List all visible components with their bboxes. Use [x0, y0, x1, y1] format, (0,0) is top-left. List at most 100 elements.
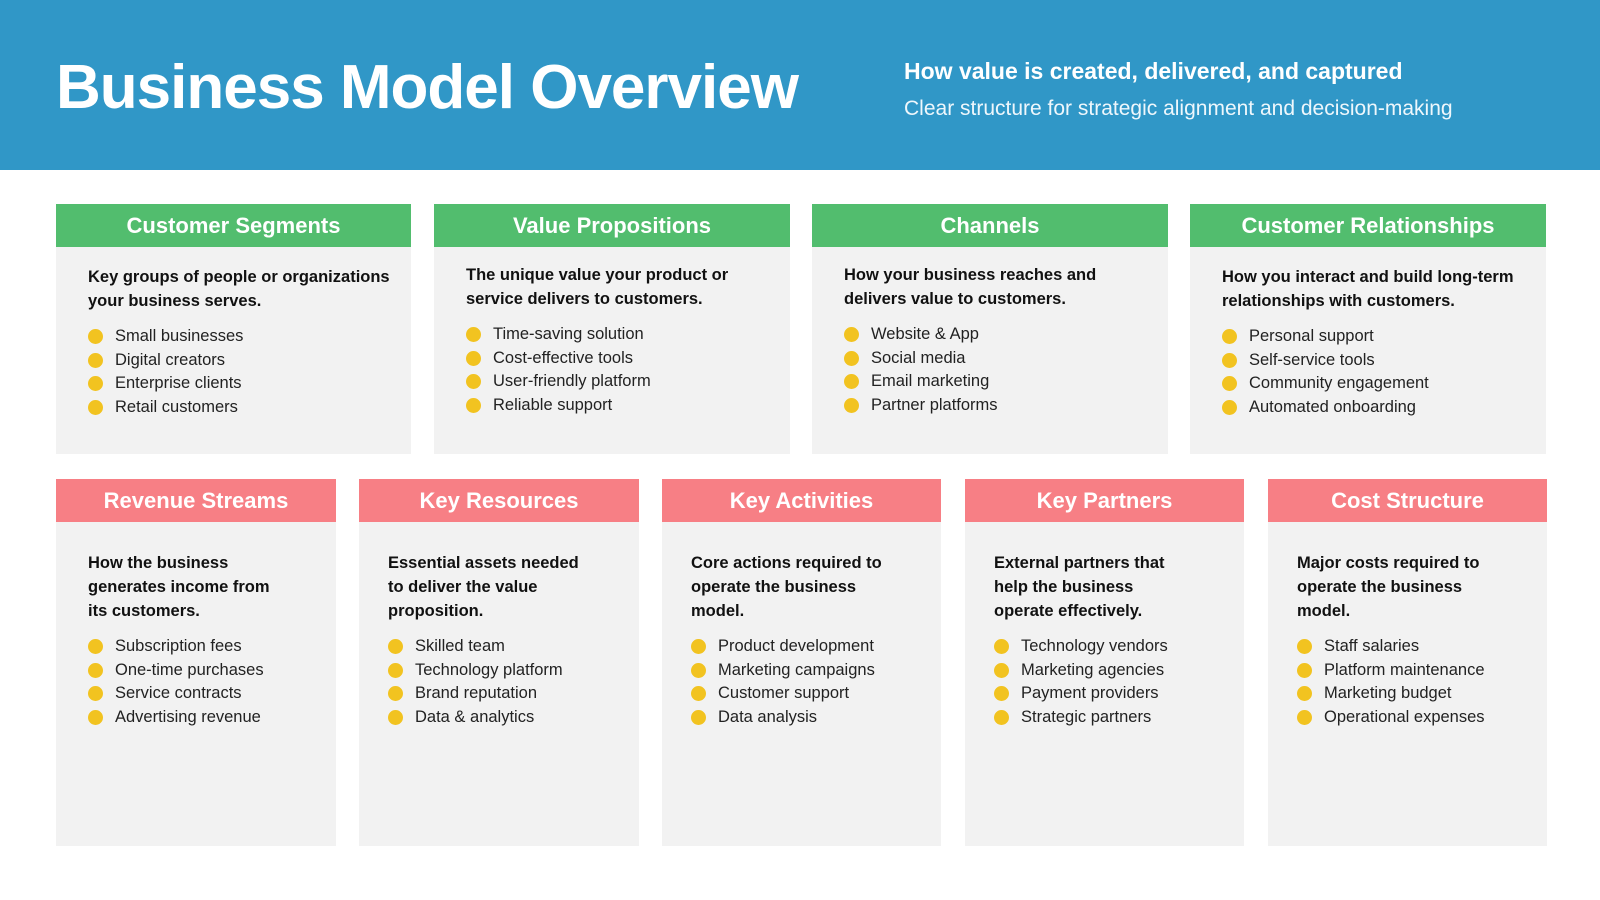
page-tagline: Clear structure for strategic alignment …: [904, 97, 1453, 120]
list-item: Data & analytics: [388, 706, 621, 730]
list-item: Product development: [691, 635, 923, 659]
bullet-dot-icon: [88, 639, 103, 655]
bullet-dot-icon: [1297, 662, 1312, 678]
list-item: Platform maintenance: [1297, 659, 1529, 683]
list-item: Customer support: [691, 682, 923, 706]
list-item: Digital creators: [88, 349, 391, 373]
list-item-label: User-friendly platform: [493, 372, 651, 390]
card-description: Core actions required to operate the bus…: [691, 554, 882, 620]
list-item: Operational expenses: [1297, 706, 1529, 730]
list-item-label: Data & analytics: [415, 707, 535, 726]
list-item-label: Partner platforms: [871, 395, 998, 414]
list-item-label: Cost-effective tools: [493, 348, 634, 367]
card-customer-segments: Customer Segments Key groups of people o…: [56, 204, 411, 454]
list-item: Website & App: [844, 323, 1148, 347]
card-description: How the business generates income from i…: [88, 554, 270, 620]
page-title: Business Model Overview: [56, 53, 799, 122]
list-item-label: Digital creators: [115, 350, 226, 369]
card-description: How you interact and build long-term rel…: [1222, 268, 1514, 310]
list-item: Email marketing: [844, 370, 1148, 394]
bullet-dot-icon: [844, 327, 859, 343]
list-item-label: Platform maintenance: [1324, 660, 1485, 679]
card-customer-relationships: Customer Relationships How you interact …: [1190, 204, 1546, 454]
bullet-dot-icon: [88, 329, 103, 345]
list-item-label: Brand reputation: [415, 684, 538, 702]
list-item-label: Strategic partners: [1021, 707, 1152, 726]
bullet-dot-icon: [88, 399, 103, 415]
list-item: Social media: [844, 347, 1148, 371]
card-title: Key Partners: [965, 479, 1244, 522]
card-title: Cost Structure: [1268, 479, 1547, 522]
card-revenue-streams: Revenue Streams How the business generat…: [56, 479, 336, 846]
bullet-dot-icon: [388, 639, 403, 655]
list-item: Retail customers: [88, 396, 391, 420]
list-item-label: Service contracts: [115, 684, 242, 702]
list-item-label: Self-service tools: [1249, 350, 1375, 369]
list-item: Small businesses: [88, 325, 391, 349]
list-item-label: Reliable support: [493, 395, 613, 414]
bullet-dot-icon: [388, 709, 403, 725]
card-description: External partners that help the business…: [994, 554, 1165, 620]
bullet-list: Website & App Social media Email marketi…: [844, 323, 1148, 417]
list-item-label: Staff salaries: [1324, 637, 1420, 655]
bullet-list: Skilled team Technology platform Brand r…: [388, 635, 621, 729]
bullet-dot-icon: [1222, 399, 1237, 415]
list-item: Community engagement: [1222, 372, 1516, 396]
list-item: Self-service tools: [1222, 349, 1516, 373]
list-item-label: Time-saving solution: [493, 325, 644, 343]
list-item-label: Subscription fees: [115, 637, 242, 655]
bullet-dot-icon: [88, 709, 103, 725]
bullet-dot-icon: [994, 662, 1009, 678]
bullet-list: Personal support Self-service tools Comm…: [1222, 325, 1516, 419]
list-item-label: Personal support: [1249, 327, 1374, 345]
list-item-label: Payment providers: [1021, 684, 1159, 702]
list-item: Automated onboarding: [1222, 396, 1516, 420]
list-item: Enterprise clients: [88, 372, 391, 396]
bullet-dot-icon: [88, 376, 103, 392]
list-item-label: Small businesses: [115, 327, 244, 345]
card-title: Value Propositions: [434, 204, 790, 247]
header-banner: Business Model Overview How value is cre…: [0, 0, 1600, 170]
bullet-dot-icon: [691, 709, 706, 725]
card-description: Essential assets needed to deliver the v…: [388, 554, 579, 620]
list-item-label: Customer support: [718, 684, 850, 702]
list-item: Marketing campaigns: [691, 659, 923, 683]
list-item: Partner platforms: [844, 394, 1148, 418]
bullet-dot-icon: [88, 686, 103, 702]
list-item: Marketing agencies: [994, 659, 1226, 683]
bullet-dot-icon: [88, 662, 103, 678]
bullet-list: Time-saving solution Cost-effective tool…: [466, 323, 770, 417]
card-title: Customer Relationships: [1190, 204, 1546, 247]
bullet-dot-icon: [994, 709, 1009, 725]
list-item: Skilled team: [388, 635, 621, 659]
bullet-dot-icon: [1222, 329, 1237, 345]
card-key-activities: Key Activities Core actions required to …: [662, 479, 941, 846]
list-item-label: Operational expenses: [1324, 707, 1485, 726]
card-channels: Channels How your business reaches and d…: [812, 204, 1168, 454]
bullet-dot-icon: [1222, 352, 1237, 368]
bullet-dot-icon: [466, 350, 481, 366]
bullet-list: Technology vendors Marketing agencies Pa…: [994, 635, 1226, 729]
list-item-label: Data analysis: [718, 707, 818, 726]
list-item-label: Advertising revenue: [115, 707, 261, 726]
list-item: One-time purchases: [88, 659, 318, 683]
list-item-label: Technology vendors: [1021, 637, 1168, 655]
bullet-dot-icon: [466, 327, 481, 343]
list-item: Subscription fees: [88, 635, 318, 659]
list-item-label: Marketing campaigns: [718, 660, 875, 679]
list-item-label: Product development: [718, 637, 874, 655]
list-item-label: Community engagement: [1249, 374, 1429, 392]
bullet-dot-icon: [388, 686, 403, 702]
list-item: Data analysis: [691, 706, 923, 730]
list-item-label: Marketing agencies: [1021, 660, 1165, 679]
list-item: Reliable support: [466, 394, 770, 418]
bullet-dot-icon: [994, 686, 1009, 702]
bullet-dot-icon: [844, 374, 859, 390]
list-item-label: One-time purchases: [115, 660, 264, 679]
list-item: Cost-effective tools: [466, 347, 770, 371]
bullet-dot-icon: [691, 686, 706, 702]
list-item: Technology vendors: [994, 635, 1226, 659]
card-description: How your business reaches and delivers v…: [844, 266, 1097, 308]
bullet-list: Small businesses Digital creators Enterp…: [88, 325, 391, 419]
list-item: User-friendly platform: [466, 370, 770, 394]
